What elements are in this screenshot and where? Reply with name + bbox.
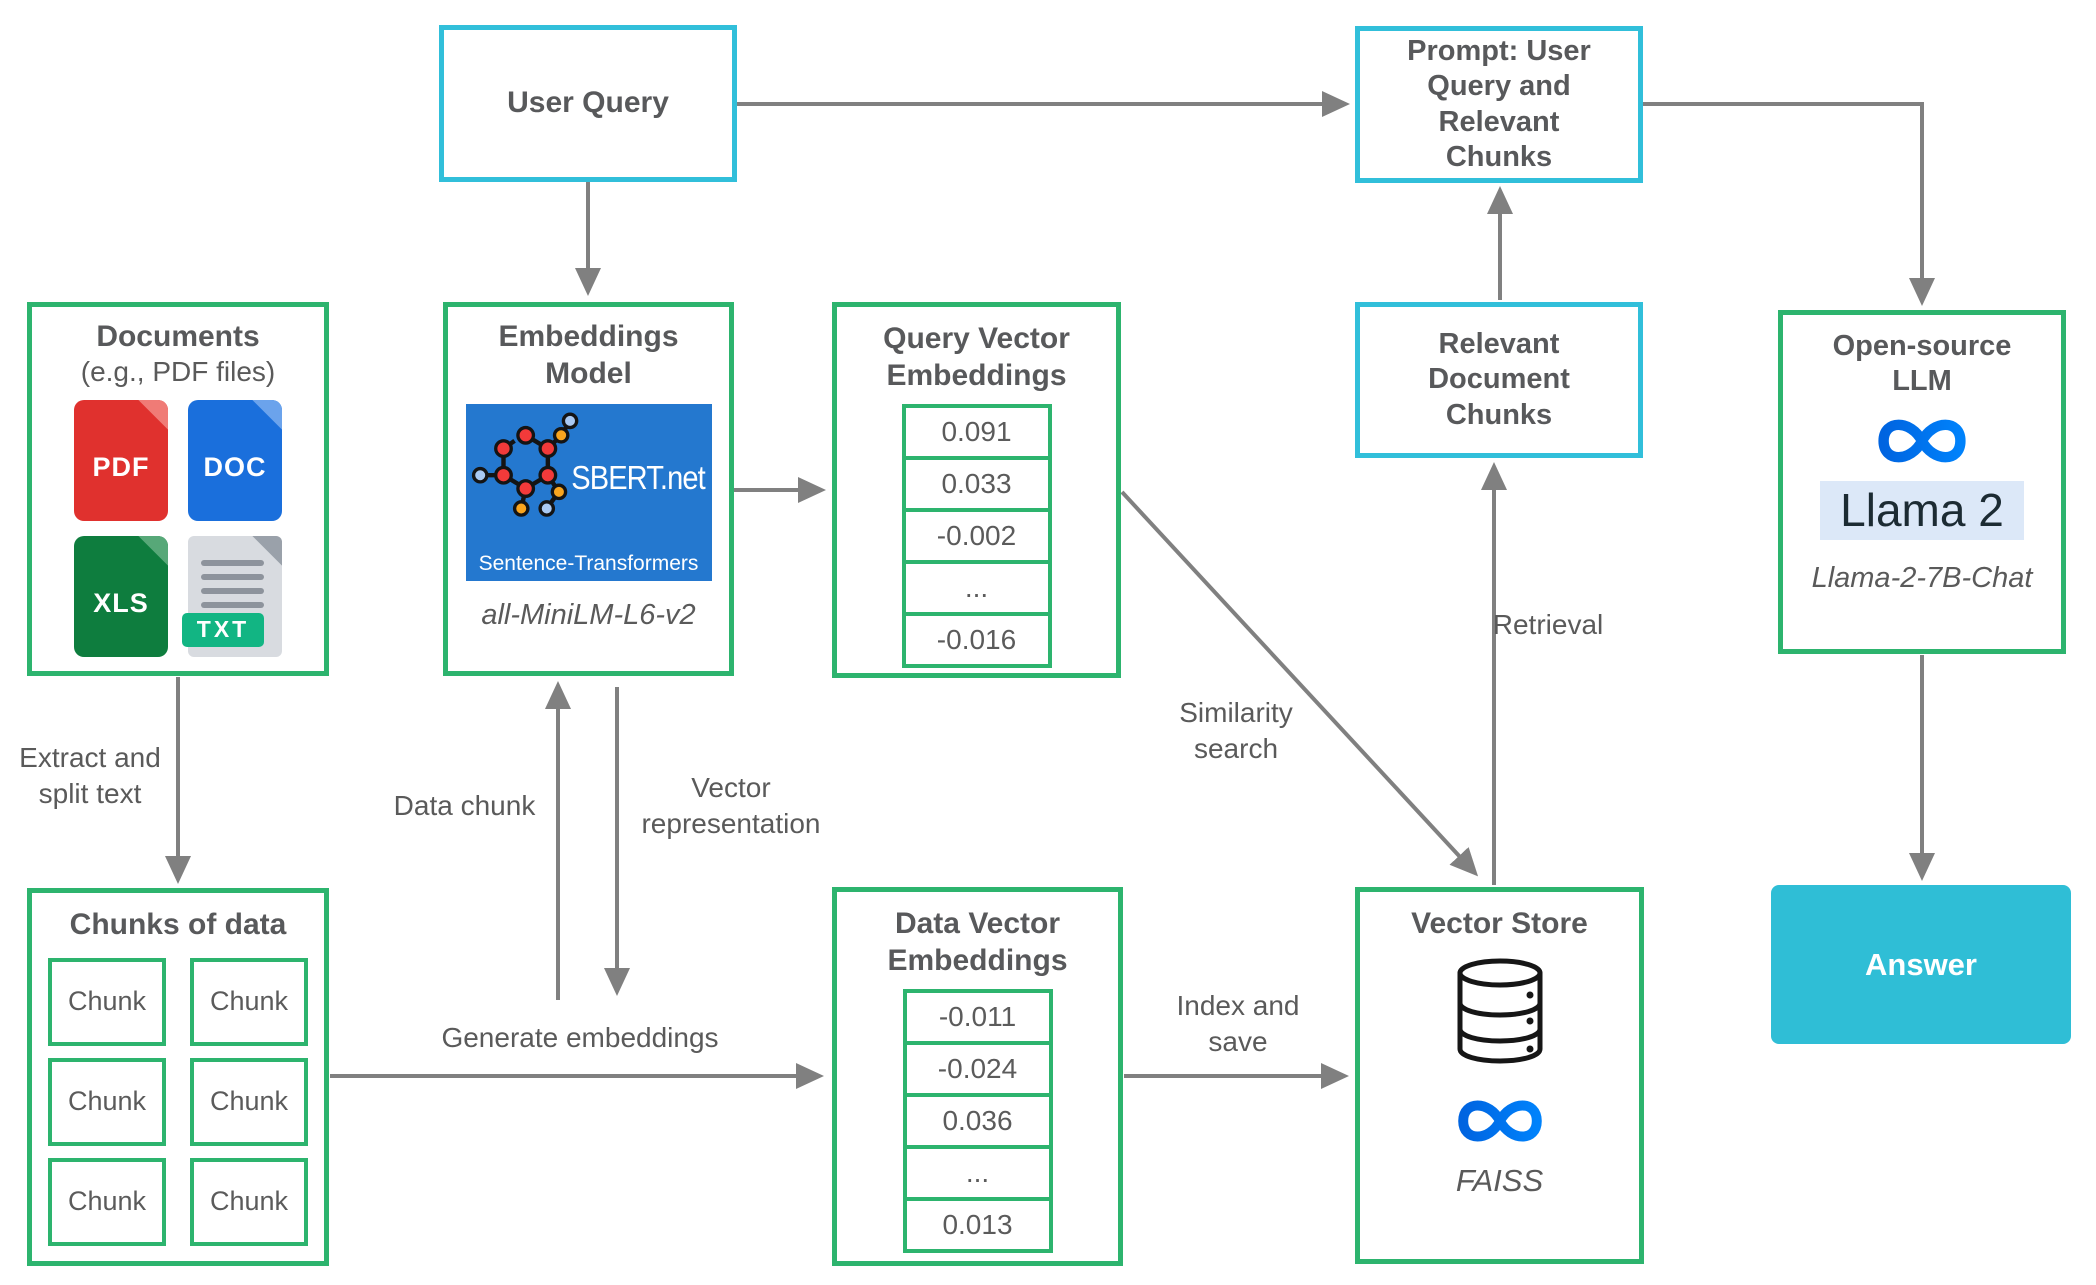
sbert-logo: SBERT.net Sentence-Transformers xyxy=(465,404,712,582)
relevant-chunks-label: Relevant Document Chunks xyxy=(1428,327,1570,431)
vector-value-cell: -0.002 xyxy=(901,508,1052,565)
llm-model-name: Llama-2-7B-Chat xyxy=(1811,561,2033,594)
chunks-of-data-title: Chunks of data xyxy=(69,908,287,941)
open-llm-title: Open-source LLM xyxy=(1832,330,2012,398)
xls-file-icon: XLS xyxy=(74,535,168,657)
node-user-query: User Query xyxy=(439,25,737,182)
label-similarity-search: Similarity search xyxy=(1179,697,1293,764)
meta-logo-icon xyxy=(1878,419,1966,462)
sbert-logo-title: SBERT.net xyxy=(570,459,705,497)
label-data-chunk: Data chunk xyxy=(393,790,536,821)
txt-file-icon: TXT xyxy=(182,535,282,657)
page-fold xyxy=(138,399,168,430)
documents-subtitle: (e.g., PDF files) xyxy=(80,355,276,387)
label-generate-embeddings: Generate embeddings xyxy=(441,1022,719,1053)
vector-value-cell: 0.091 xyxy=(901,404,1052,461)
arrow-queryvec-vectorstore xyxy=(1120,490,1479,877)
sbert-logo-subtitle: Sentence-Transformers xyxy=(478,552,699,576)
vector-value-cell: 0.013 xyxy=(902,1197,1053,1254)
doc-label: DOC xyxy=(203,451,267,482)
user-query-label: User Query xyxy=(507,86,669,120)
data-vector-title: Data Vector Embeddings xyxy=(887,907,1068,977)
node-open-source-llm: Open-source LLM Llama 2 Llama-2-7B-Chat xyxy=(1778,310,2066,654)
database-icon xyxy=(1457,958,1542,1064)
prompt-label: Prompt: User Query and Relevant Chunks xyxy=(1407,34,1591,173)
chunk-grid: Chunk Chunk Chunk Chunk Chunk Chunk xyxy=(32,957,324,1246)
chunk-cell: Chunk xyxy=(190,1157,308,1246)
chunk-cell: Chunk xyxy=(48,1157,166,1246)
vector-value-cell: ... xyxy=(901,560,1052,617)
answer-label: Answer xyxy=(1865,946,1977,982)
arrow-prompt-llm xyxy=(1642,102,1935,306)
document-icons: PDF DOC XLS TXT xyxy=(32,399,324,657)
node-vector-store: Vector Store FAISS xyxy=(1355,887,1644,1264)
node-prompt: Prompt: User Query and Relevant Chunks xyxy=(1355,26,1643,183)
pdf-file-icon: PDF xyxy=(74,399,168,521)
page-fold xyxy=(252,399,282,430)
vector-value-cell: ... xyxy=(902,1145,1053,1202)
query-vector-title: Query Vector Embeddings xyxy=(883,322,1070,392)
page-fold xyxy=(138,535,168,566)
label-index-save: Index and save xyxy=(1176,990,1300,1057)
vector-store-title: Vector Store xyxy=(1411,907,1588,940)
data-vector-stack: -0.011 -0.024 0.036 ... 0.013 xyxy=(902,989,1053,1254)
embeddings-model-name: all-MiniLM-L6-v2 xyxy=(481,599,696,632)
llama2-product-label: Llama 2 xyxy=(1820,480,2024,540)
chunk-cell: Chunk xyxy=(190,1057,308,1146)
label-vector-representation: Vector representation xyxy=(641,772,821,839)
text-lines xyxy=(201,559,264,616)
chunk-cell: Chunk xyxy=(48,1057,166,1146)
label-retrieval: Retrieval xyxy=(1492,609,1604,640)
node-chunks-of-data: Chunks of data Chunk Chunk Chunk Chunk C… xyxy=(27,888,329,1266)
embeddings-model-title: Embeddings Model xyxy=(498,320,679,390)
vector-value-cell: -0.024 xyxy=(902,1041,1053,1098)
doc-file-icon: DOC xyxy=(188,399,282,521)
node-query-vector-embeddings: Query Vector Embeddings 0.091 0.033 -0.0… xyxy=(832,302,1121,678)
txt-label: TXT xyxy=(182,612,264,647)
vector-value-cell: -0.011 xyxy=(902,989,1053,1046)
chunk-cell: Chunk xyxy=(190,957,308,1046)
node-relevant-document-chunks: Relevant Document Chunks xyxy=(1355,302,1643,458)
chunk-cell: Chunk xyxy=(48,957,166,1046)
node-data-vector-embeddings: Data Vector Embeddings -0.011 -0.024 0.0… xyxy=(832,887,1123,1266)
node-answer: Answer xyxy=(1771,885,2071,1044)
documents-title: Documents xyxy=(96,320,260,353)
xls-label: XLS xyxy=(93,587,149,618)
vector-value-cell: 0.036 xyxy=(902,1093,1053,1150)
node-embeddings-model: Embeddings Model SBERT.net xyxy=(443,302,734,676)
meta-logo-icon xyxy=(1457,1100,1542,1141)
pdf-label: PDF xyxy=(92,451,150,482)
vector-store-engine: FAISS xyxy=(1455,1162,1544,1198)
vector-value-cell: 0.033 xyxy=(901,456,1052,513)
query-vector-stack: 0.091 0.033 -0.002 ... -0.016 xyxy=(901,404,1052,669)
vector-value-cell: -0.016 xyxy=(901,612,1052,669)
label-extract-split: Extract and split text xyxy=(19,742,161,809)
molecule-icon xyxy=(471,412,578,517)
node-documents: Documents (e.g., PDF files) PDF DOC XLS … xyxy=(27,302,329,676)
